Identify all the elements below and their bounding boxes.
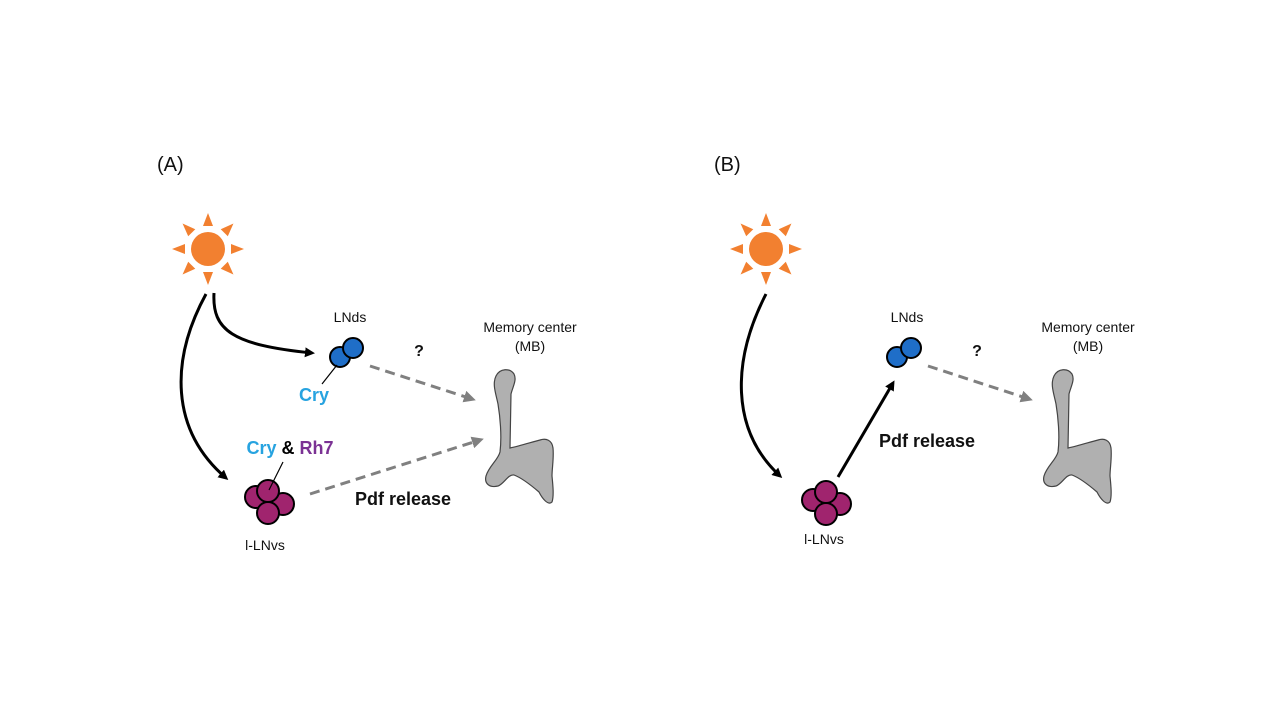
cry-rh7-pointer-line bbox=[268, 461, 284, 491]
mushroom-body-shape bbox=[1043, 369, 1112, 504]
pdf-release-label: Pdf release bbox=[355, 489, 451, 509]
sun-icon bbox=[172, 213, 244, 285]
panel-b: (B) LNds ? Memory center (MB) l-LNvs Pdf… bbox=[714, 154, 1135, 547]
mb-label: (MB) bbox=[1073, 338, 1103, 354]
unknown-connection-question: ? bbox=[414, 343, 424, 360]
lnds-cells bbox=[886, 337, 922, 368]
llnvs-to-lnds-arrow bbox=[836, 380, 895, 478]
cry-pointer-line bbox=[321, 364, 338, 385]
lnds-cells bbox=[329, 337, 364, 368]
panel-a: (A) LNds Cry ? Memory center (MB) l-LNvs bbox=[157, 154, 577, 553]
llnvs-label: l-LNvs bbox=[804, 531, 844, 547]
panel-b-label: (B) bbox=[714, 154, 741, 176]
light-to-lnds-arrow bbox=[212, 292, 315, 358]
llnvs-cells bbox=[244, 479, 295, 525]
lnds-label: LNds bbox=[334, 309, 367, 325]
unknown-connection-question: ? bbox=[972, 343, 982, 360]
lnds-to-mb-dashed-arrow bbox=[369, 364, 476, 403]
panel-a-label: (A) bbox=[157, 154, 184, 176]
mb-label: (MB) bbox=[515, 338, 545, 354]
llnvs-cells bbox=[801, 480, 852, 526]
cry-text: Cry bbox=[246, 438, 276, 458]
memory-center-label: Memory center bbox=[1041, 319, 1135, 335]
light-to-llnvs-arrow bbox=[179, 293, 229, 480]
lnds-to-mb-dashed-arrow bbox=[927, 364, 1033, 403]
memory-center-label: Memory center bbox=[483, 319, 577, 335]
cry-label: Cry bbox=[299, 385, 329, 405]
pdf-release-label: Pdf release bbox=[879, 431, 975, 451]
llnvs-label: l-LNvs bbox=[245, 537, 285, 553]
mushroom-body-shape bbox=[485, 369, 554, 504]
rh7-text: Rh7 bbox=[300, 438, 334, 458]
llnvs-to-mb-dashed-arrow bbox=[309, 436, 484, 496]
light-to-llnvs-arrow bbox=[739, 293, 783, 479]
ampersand-text: & bbox=[276, 438, 299, 458]
cry-rh7-label: Cry & Rh7 bbox=[246, 438, 333, 458]
lnds-label: LNds bbox=[891, 309, 924, 325]
sun-icon bbox=[730, 213, 802, 285]
